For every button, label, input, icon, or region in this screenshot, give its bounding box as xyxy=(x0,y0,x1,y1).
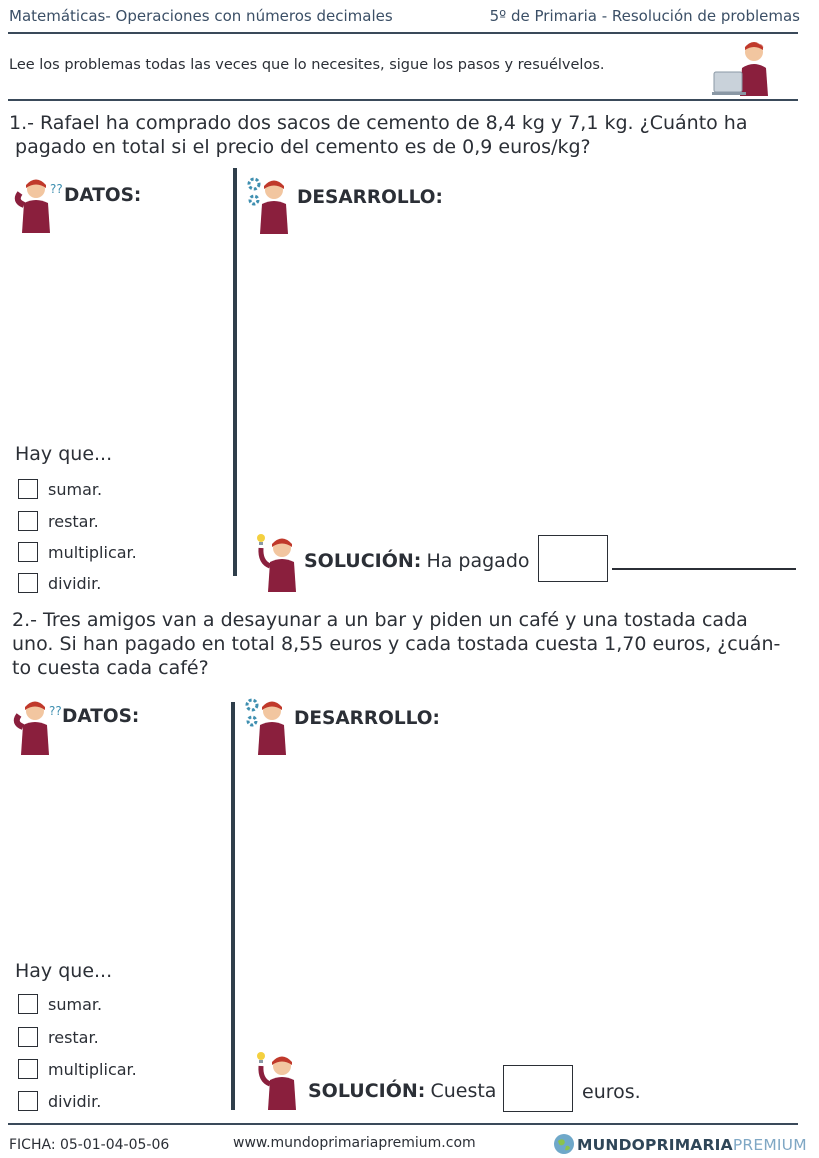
problem-1-text: 1.- Rafael ha comprado dos sacos de ceme… xyxy=(9,111,809,159)
problem-1-line-2: pagado en total si el precio del cemento… xyxy=(9,136,591,158)
header-right: 5º de Primaria - Resolución de problemas xyxy=(489,7,800,25)
checkbox-sumar-1[interactable] xyxy=(18,479,38,499)
hay-que-2: Hay que... xyxy=(15,960,113,982)
checkbox-sumar-2[interactable] xyxy=(18,994,38,1014)
answer-box-2[interactable] xyxy=(503,1065,573,1112)
thinking-boy-icon: ?? xyxy=(13,701,62,755)
option-label: restar. xyxy=(48,512,99,531)
option-label: sumar. xyxy=(48,995,103,1014)
problem-1-line-1: 1.- Rafael ha comprado dos sacos de ceme… xyxy=(9,112,748,134)
checkbox-restar-2[interactable] xyxy=(18,1027,38,1047)
divider-2 xyxy=(231,702,235,1110)
hay-que-1: Hay que... xyxy=(15,443,113,465)
header-left: Matemáticas- Operaciones con números dec… xyxy=(9,7,393,25)
idea-boy-icon xyxy=(257,534,296,592)
gear-boy-icon xyxy=(247,177,288,234)
svg-text:??: ?? xyxy=(50,182,63,196)
answer-box-1[interactable] xyxy=(538,535,608,582)
problem-2-line-1: 2.- Tres amigos van a desayunar a un bar… xyxy=(12,609,748,631)
solucion-label-2: SOLUCIÓN: xyxy=(308,1080,426,1102)
option-label: dividir. xyxy=(48,1092,102,1111)
thinking-boy-icon: ?? xyxy=(14,179,63,233)
datos-title-1: DATOS: xyxy=(64,185,142,206)
checkbox-dividir-2[interactable] xyxy=(18,1091,38,1111)
checkbox-multiplicar-1[interactable] xyxy=(18,542,38,562)
datos-title-2: DATOS: xyxy=(62,706,140,727)
solucion-text-1: Ha pagado xyxy=(426,550,530,572)
option-label: restar. xyxy=(48,1028,99,1047)
solucion-text-2: Cuesta xyxy=(430,1080,497,1102)
boy-laptop-icon xyxy=(712,42,768,96)
option-label: multiplicar. xyxy=(48,543,137,562)
problem-2-line-3: to cuesta cada café? xyxy=(12,657,209,679)
problem-2-text: 2.- Tres amigos van a desayunar a un bar… xyxy=(12,608,812,680)
checkbox-dividir-1[interactable] xyxy=(18,573,38,593)
brand-bold: MUNDOPRIMARIA xyxy=(577,1136,733,1154)
desarrollo-title-1: DESARROLLO: xyxy=(297,187,443,208)
ficha-code: FICHA: 05-01-04-05-06 xyxy=(9,1137,170,1153)
checkbox-multiplicar-2[interactable] xyxy=(18,1059,38,1079)
solucion-unit-2: euros. xyxy=(582,1081,641,1103)
divider-1 xyxy=(233,168,237,576)
brand-light: PREMIUM xyxy=(732,1136,807,1154)
desarrollo-title-2: DESARROLLO: xyxy=(294,708,440,729)
option-label: sumar. xyxy=(48,480,103,499)
instructions: Lee los problemas todas las veces que lo… xyxy=(9,57,605,73)
svg-text:??: ?? xyxy=(49,704,62,718)
idea-boy-icon xyxy=(257,1052,296,1110)
website-url[interactable]: www.mundoprimariapremium.com xyxy=(233,1135,476,1151)
header-rule xyxy=(8,32,798,34)
solucion-row-2: SOLUCIÓN: Cuesta xyxy=(308,1080,496,1102)
problem-2-line-2: uno. Si han pagado en total 8,55 euros y… xyxy=(12,633,781,655)
gear-boy-icon xyxy=(245,698,286,755)
option-label: dividir. xyxy=(48,574,102,593)
solucion-row-1: SOLUCIÓN: Ha pagado xyxy=(304,550,530,572)
answer-unit-line-1[interactable] xyxy=(612,568,796,570)
brand-logo: MUNDOPRIMARIAPREMIUM xyxy=(577,1136,807,1154)
footer-rule xyxy=(8,1123,798,1125)
globe-logo-icon xyxy=(554,1134,574,1154)
instructions-rule xyxy=(8,99,798,101)
checkbox-restar-1[interactable] xyxy=(18,511,38,531)
solucion-label-1: SOLUCIÓN: xyxy=(304,550,422,572)
option-label: multiplicar. xyxy=(48,1060,137,1079)
